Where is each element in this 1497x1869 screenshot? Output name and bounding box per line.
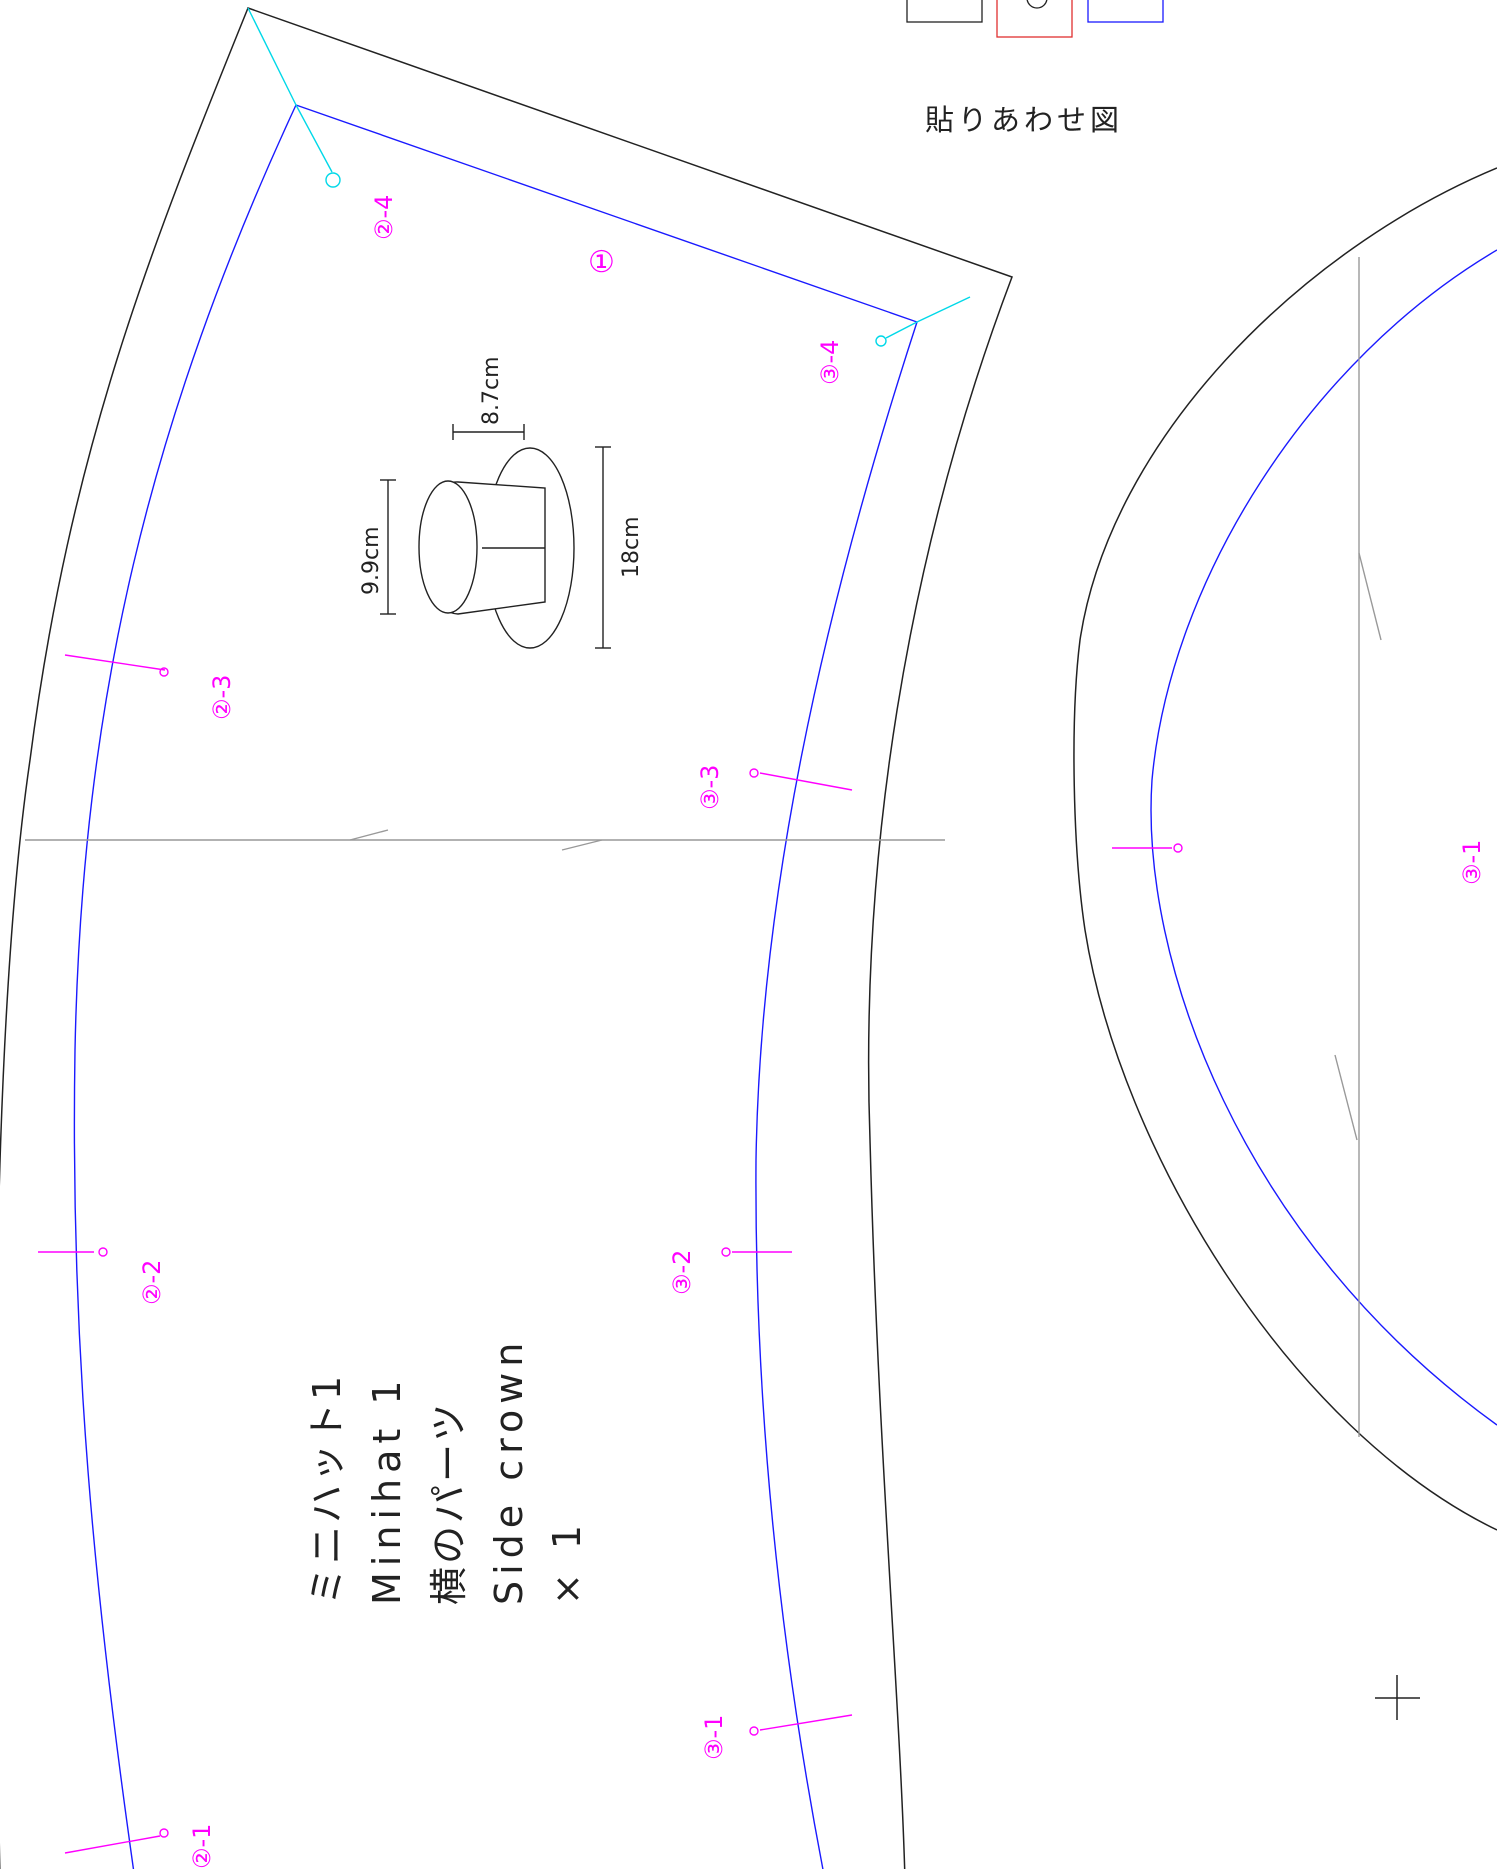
legend-boxes bbox=[906, 0, 1164, 38]
crown-grain-line bbox=[1334, 257, 1382, 1437]
dim-top: 8.7cm bbox=[479, 356, 504, 425]
piece-label-jp-part: 横のパーツ bbox=[427, 1401, 471, 1605]
crown-cut-line bbox=[1073, 167, 1497, 1531]
legend-box-blue bbox=[1087, 0, 1164, 23]
mark-3-4: ③-4 bbox=[816, 340, 844, 385]
grain-line bbox=[25, 829, 945, 851]
notches bbox=[38, 654, 853, 1854]
piece-label-qty: × 1 bbox=[545, 1519, 589, 1605]
hat-illustration bbox=[380, 424, 611, 649]
legend-box-red bbox=[996, 0, 1073, 38]
piece-label-en: Minihat 1 bbox=[365, 1374, 409, 1605]
mark-2-3: ②-3 bbox=[208, 675, 236, 720]
cut-line bbox=[0, 7, 1013, 1869]
piece-label-jp: ミニハット1 bbox=[305, 1373, 349, 1605]
mark-2-4: ②-4 bbox=[370, 195, 398, 240]
piece-label: ミニハット1 Minihat 1 横のパーツ Side crown × 1 bbox=[305, 1337, 589, 1605]
dim-height: 9.9cm bbox=[359, 526, 384, 595]
piece-label-en-part: Side crown bbox=[487, 1337, 531, 1605]
mark-2-1: ②-1 bbox=[188, 1824, 216, 1869]
mark-3-3: ③-3 bbox=[696, 765, 724, 810]
mark-3-1: ③-1 bbox=[700, 1715, 728, 1760]
hat-top bbox=[418, 480, 478, 614]
crown-seam-line bbox=[1150, 249, 1497, 1426]
hat-dimensions: 9.9cm 18cm 8.7cm bbox=[359, 356, 644, 595]
legend-title: 貼りあわせ図 bbox=[925, 103, 1123, 137]
crown-notch bbox=[1112, 843, 1183, 853]
mark-1: ① bbox=[588, 245, 615, 280]
corner-guides bbox=[247, 7, 971, 347]
mark-3-2: ③-2 bbox=[668, 1250, 696, 1295]
mark-3-1-crown: ③-1 bbox=[1458, 840, 1486, 885]
legend-box-black bbox=[906, 0, 983, 23]
seam-line bbox=[73, 104, 918, 1869]
registration-mark bbox=[1375, 1675, 1420, 1720]
notch-labels: ① ②-4 ③-4 ②-3 ③-3 ②-2 ③-2 ③-1 ②-1 ③-1 bbox=[138, 195, 1486, 1869]
legend-red-glyph bbox=[1026, 0, 1048, 9]
mark-2-2: ②-2 bbox=[138, 1260, 166, 1305]
dim-brim: 18cm bbox=[619, 516, 644, 578]
